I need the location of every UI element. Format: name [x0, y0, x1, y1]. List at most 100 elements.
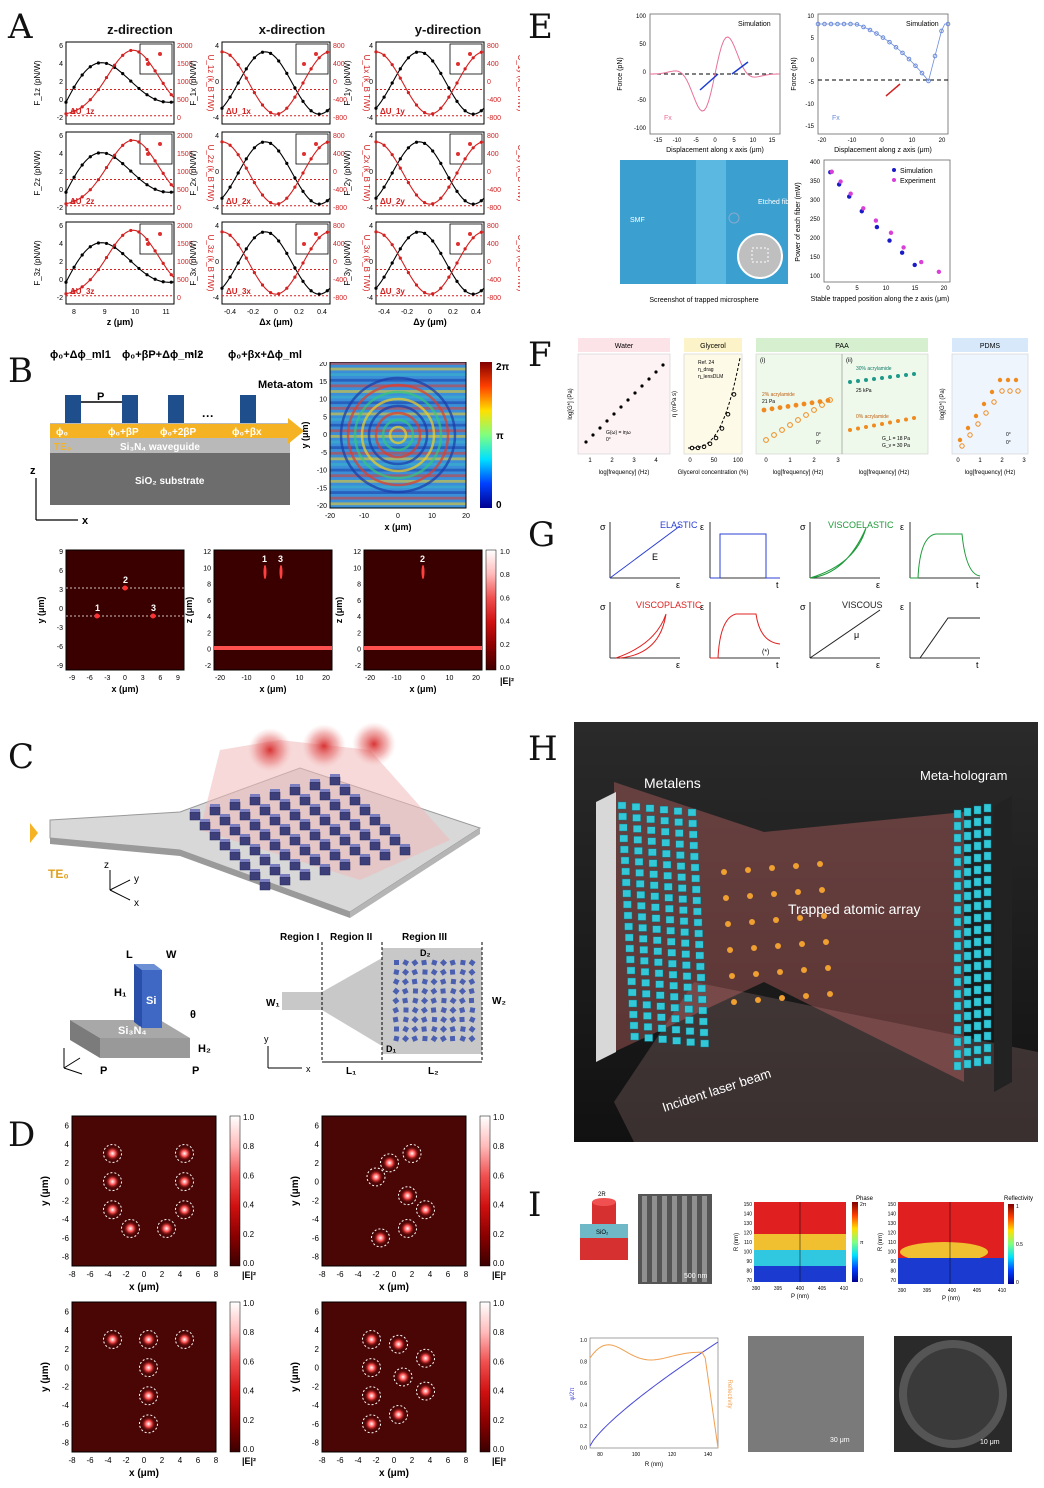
metasurface-pillar-top [250, 819, 260, 822]
h-metalens-pillar [654, 958, 663, 967]
a-right-axis-label: U_3z (k_B T/W) [206, 235, 215, 292]
region3-pillar [421, 978, 428, 985]
metasurface-pillar-top [280, 824, 290, 827]
pillar-front [142, 970, 162, 1028]
g-label-mu: μ [854, 630, 859, 640]
h-hologram-pillar [983, 839, 992, 849]
f-paa-point [801, 401, 807, 407]
a-right-tick: -400 [333, 97, 347, 104]
a-delta-u-label: ΔU_3x [226, 287, 251, 296]
h-metalens-pillar [687, 808, 697, 817]
h-metalens-pillar [693, 918, 703, 927]
focus-spot-1 [248, 728, 292, 772]
h-metalens-pillar [653, 947, 663, 956]
panel-b-waveguide-schematic: ϕ₀+Δϕ_ml1 ϕ₀+βP+Δϕ_ml2 ··· ϕ₀+βx+Δϕ_ml M… [30, 347, 313, 527]
f-water-point [654, 370, 658, 374]
d-cbar-tick: 0.6 [493, 1171, 505, 1180]
a-right-tick: -400 [487, 277, 501, 284]
h-metalens-pillar [619, 823, 628, 832]
region3-pillar [392, 987, 400, 995]
f-water-point [661, 363, 665, 367]
b-field-colorbar [485, 549, 497, 671]
metasurface-pillar-top [260, 804, 270, 807]
f-header-label: Water [615, 343, 634, 350]
h-hologram-pillar [963, 927, 972, 937]
d-xlabel: x (μm) [129, 1282, 159, 1293]
f-paa-point [848, 380, 852, 384]
h-metalens-pillar [694, 929, 703, 938]
d-trap-ring [371, 1228, 390, 1248]
metasurface-pillar-top [310, 804, 320, 807]
h-hologram-pillar [973, 877, 982, 887]
h-hologram-pillar [973, 841, 982, 851]
d-cbar-tick: 0.2 [493, 1416, 505, 1425]
region3-pillar [459, 978, 467, 986]
b-field-ytick: -2 [355, 663, 361, 670]
d-trap-ring [139, 1358, 158, 1378]
b-field-ylabel: z (μm) [334, 597, 344, 624]
a-right-tick: -800 [487, 295, 501, 302]
a-left-axis-label: F_3x (pN/W) [189, 240, 198, 286]
a-right-tick: 2000 [177, 223, 193, 230]
metasurface-pillar-top [390, 834, 400, 837]
d-ytick: -4 [312, 1401, 320, 1410]
d-trap-ring [362, 1330, 381, 1349]
region3-pillar [468, 959, 476, 967]
b-phase-fringe [330, 367, 466, 371]
g-viscoplastic-loop [615, 613, 667, 659]
f-water-point [591, 433, 595, 437]
i-refl-ytick: 80 [890, 1269, 896, 1275]
h-hologram-pillar [963, 975, 972, 985]
a-x-tick: -0.4 [378, 309, 390, 316]
f-pdms-point [967, 432, 973, 438]
te-input-arrow [30, 823, 38, 843]
metasurface-pillars [189, 774, 411, 891]
a-right-axis-label: U_2z (k_B T/W) [206, 145, 215, 202]
panel-letter-e: E [528, 7, 553, 47]
f-glycerol-point [719, 426, 725, 431]
h-metalens-pillar [674, 818, 683, 826]
h-hologram-pillar [963, 999, 972, 1009]
d-xtick: -6 [336, 1270, 344, 1279]
region3-pillar [401, 978, 409, 986]
dim-D1: D₁ [386, 1044, 396, 1054]
f-paa-label: 2% acrylamide [762, 392, 795, 398]
d-trap-spot [105, 1174, 120, 1189]
panel-c-unit-cell: Si L W H₁ θ Si₃N₄ H₂ P P [63, 949, 211, 1077]
g-axis-label: σ [800, 602, 806, 612]
metasurface-pillar [359, 856, 371, 866]
h-metalens-pillar [635, 869, 644, 877]
d-map-frame [71, 1115, 217, 1267]
region3-pillar [430, 1035, 438, 1043]
b-phase-ytick: 10 [319, 397, 327, 404]
h-metalens-pillar [685, 1016, 694, 1024]
g-viscous-line [809, 609, 881, 659]
h-metalens-pillar [679, 906, 688, 914]
a-x-tick: 0.2 [294, 309, 304, 316]
region3-pillar [402, 1035, 410, 1043]
a-x-tick: 9 [103, 309, 107, 316]
e-plot1-ytick: 100 [636, 14, 647, 20]
f-paa-point [912, 372, 916, 376]
metasurface-pillar [309, 831, 321, 841]
f-paa-point [785, 404, 791, 409]
phase-label-dots: ··· [190, 347, 202, 361]
a-delta-u-label: ΔU_1y [380, 107, 405, 116]
region2-taper [322, 958, 382, 1046]
h-metalens-pillar [691, 885, 701, 894]
f-pdms-xtick: 1 [978, 458, 982, 464]
f-pdms-legend: 0° [1006, 440, 1011, 446]
metasurface-pillar-top [330, 849, 340, 852]
f-paa-xlabel2: log[frequency] (Hz) [859, 470, 910, 476]
h-metalens-pillar [652, 936, 662, 945]
h-hologram-pillar [963, 843, 972, 853]
a-right-axis-label: U_3y (k_B T/W) [516, 235, 520, 292]
f-paa-sub: (ii) [846, 358, 853, 364]
g-axis-label: ε [676, 580, 680, 590]
a-left-tick: 4 [215, 43, 219, 50]
b-field-xlabel: x (μm) [259, 684, 286, 694]
d-colorbar [479, 1115, 491, 1267]
region3-pillar [422, 969, 428, 975]
e-plot1-xtick: -10 [673, 138, 682, 144]
